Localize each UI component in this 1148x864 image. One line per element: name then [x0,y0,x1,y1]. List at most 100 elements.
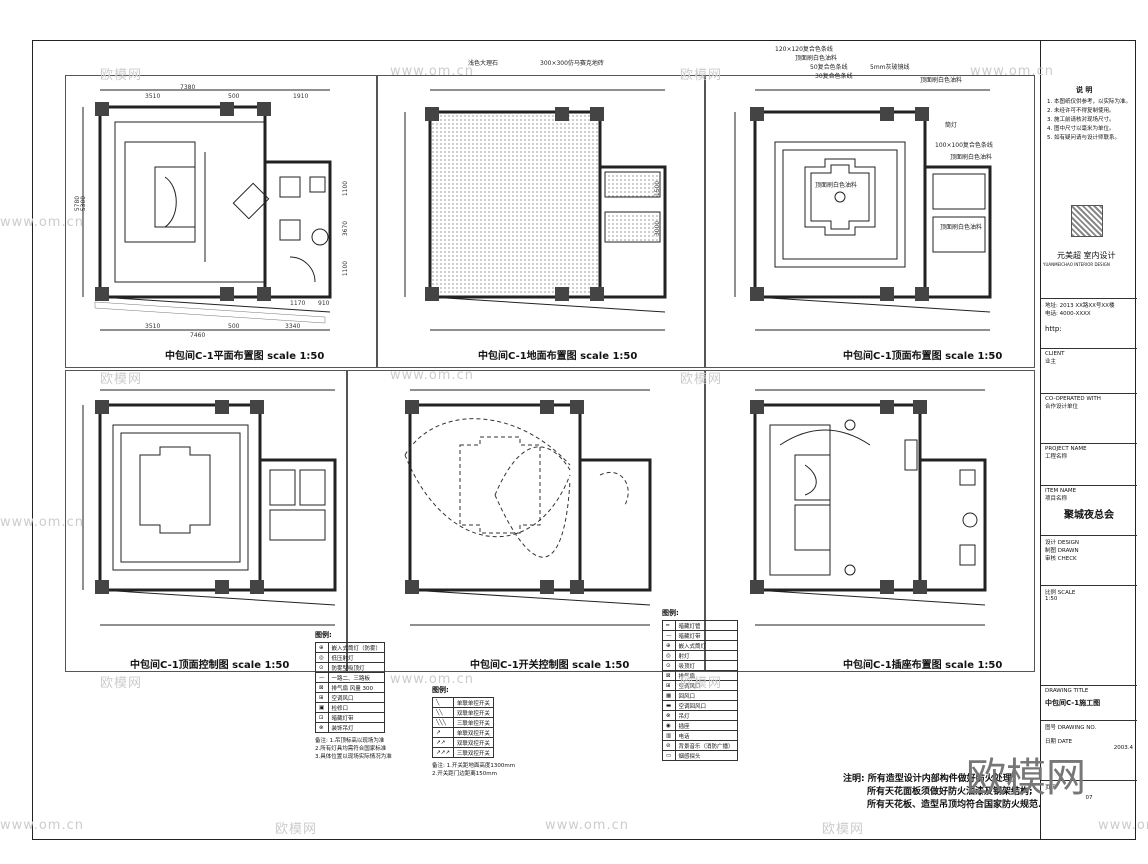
legend-text: 暗藏灯带 [674,630,738,641]
legend-text: 吊灯 [674,710,738,721]
panel-ceiling-control [65,370,347,672]
legend-ceiling-note: 备注: 1.吊顶标高以现场为准 [315,738,385,744]
legend-text: 插座 [674,720,738,731]
legend-text: 嵌入式筒灯 [674,640,738,651]
tb-notes-title: 说 明 [1076,86,1093,94]
legend-ceiling-title: 图例: [315,631,332,639]
legend-symbol: ▦ [662,690,676,701]
tb-sheet-value: 07 [1085,795,1093,801]
legend-ceiling: 图例: ⊕嵌入式筒灯（防雾） ◎低压射灯 ⊙防雾型吸顶灯 —一路二、三路板 ⊠排… [315,630,392,760]
panel-outlet [705,370,1035,672]
dim-small-c: 1170 [290,300,306,307]
tb-scale-label: 比例 SCALE [1045,590,1076,596]
plan-ceiling [734,89,992,331]
legend-row: ▭烟感探头 [662,750,738,761]
tb-drawing-title-value: 中包间C-1施工图 [1045,699,1101,707]
ceiling-label-8: 100×100复合色条线 [935,142,993,149]
panel-flooring [377,75,705,368]
legend-ceiling-note: 2.所有灯具均需符合国家标准 [315,746,387,752]
ceiling-label-11: 顶面刷白色油料 [940,224,983,231]
watermark: 欧模网 [680,68,723,83]
legend-text: 检修口 [327,702,386,713]
legend-row: ⊠排气扇 风量 300 [315,682,386,693]
note-line: 所有天花板、造型吊顶均符合国家防火规范. [867,800,1042,810]
legend-text: 单联单控开关 [452,697,494,708]
dim-small-a: 1100 [342,180,350,197]
dim-side-b: 3000 [654,220,662,237]
legend-switch-note: 2.开关距门边距离150mm [432,771,497,777]
tb-item: ITEM NAME 项目名称 聚城夜总会 [1041,485,1137,535]
tb-staff-cn: 设计 [1045,540,1057,546]
legend-symbol: ⊠ [662,670,676,681]
tb-staff: 设计 DESIGN 制图 DRAWN 审核 CHECK [1041,535,1137,585]
tb-staff-en: DESIGN [1057,540,1079,546]
watermark: 欧模网 [100,372,143,387]
ceiling-label-5: 5mm灰玻镜线 [870,64,910,71]
tb-item-label: ITEM NAME [1045,488,1077,494]
tb-client-cn: 业主 [1045,359,1057,365]
tb-note: 4. 图中尺寸以毫米为单位。 [1047,126,1115,132]
legend-symbol: ↗↗↗ [432,747,454,758]
dim-small-e: 1100 [342,260,350,277]
tb-staff-en: CHECK [1057,556,1077,562]
watermark: www.om.cn [0,818,84,833]
legend-row: ⊘背景音乐（消防广播） [662,740,738,751]
tb-project-label: PROJECT NAME [1045,446,1087,452]
legend-symbol: ⊞ [315,692,329,703]
legend-text: 吸顶灯 [674,660,738,671]
tb-drawing-title: DRAWING TITLE 中包间C-1施工图 [1041,685,1137,720]
watermark: www.om.cn [390,368,474,383]
floor-material-b: 300×300仿马赛克地砖 [540,60,604,67]
tb-date-label: 日期 DATE [1045,739,1073,745]
legend-row: ↗单联双控开关 [432,727,494,738]
legend-symbol: ↗↗ [432,737,454,748]
plan-floor-layout [82,89,332,331]
legend-symbol: ▥ [662,730,676,741]
dim-side-a: 1500 [654,180,662,197]
drawing-sheet-frame [32,40,1136,840]
legend-text: 射灯 [674,650,738,661]
legend-text: 三联双控开关 [452,747,494,758]
legend-text: 三联单控开关 [452,717,494,728]
legend-symbol: — [662,630,676,641]
panel-title-flooring: 中包间C-1地面布置图 scale 1:50 [478,351,638,362]
legend-text: 防雾型吸顶灯 [327,662,386,673]
legend-symbol: ═ [662,620,676,631]
ceiling-label-3: 50复合色条线 [810,64,848,71]
ceiling-label-4: 30复合色条线 [815,73,853,80]
general-notes: 注明: 所有造型设计内部构件做好防火处理; 所有天花面板须做好防火油漆及钢架结构… [843,773,1041,812]
legend-ceiling-table: ⊕嵌入式筒灯（防雾） ◎低压射灯 ⊙防雾型吸顶灯 —一路二、三路板 ⊠排气扇 风… [315,642,386,733]
dim-top-total: 7380 [180,84,196,91]
legend-symbol: ◎ [662,650,676,661]
dim-bottom-total: 7460 [190,332,206,339]
legend-symbol: ◉ [662,720,676,731]
tb-address: 地址: 2013 XX路XX号XX楼 [1045,303,1115,309]
legend-text: 双联单控开关 [452,707,494,718]
legend-row: ◉插座 [662,720,738,731]
tb-project-name: 聚城夜总会 [1064,510,1114,521]
legend-text: 空调风口 [327,692,386,703]
legend-row: ◎低压射灯 [315,652,386,663]
legend-text: 空调回风口 [674,700,738,711]
tb-staff-row: 设计 DESIGN [1045,538,1133,546]
tb-drawing-no: 图号 DRAWING NO. 日期 DATE 2003.4 [1041,720,1137,760]
plan-ceiling-control [82,389,337,626]
tb-client-label: CLIENT [1045,351,1065,357]
tb-phone: 电话: 4000-XXXX [1045,311,1091,317]
legend-symbol: ▬ [662,700,676,711]
legend-outlet: 图例: ═暗藏灯管 —暗藏灯带 ⊕嵌入式筒灯 ◎射灯 ⊙吸顶灯 ⊠排气扇 ⊞空调… [662,608,738,761]
legend-symbol: ▣ [315,702,329,713]
legend-row: ↗↗↗三联双控开关 [432,747,494,758]
dim-bottom-b: 500 [228,323,240,330]
legend-symbol: ↗ [432,727,454,738]
tb-scale-value: 1:50 [1045,596,1058,602]
legend-symbol: ⊞ [662,680,676,691]
legend-row: ╲单联单控开关 [432,697,494,708]
panel-title-ceiling: 中包间C-1顶面布置图 scale 1:50 [843,351,1003,362]
tb-contact: 地址: 2013 XX路XX号XX楼 电话: 4000-XXXX http: [1041,298,1137,348]
legend-outlet-title: 图例: [662,609,679,617]
ceiling-label-7: 筒灯 [945,122,958,129]
legend-text: 回风口 [674,690,738,701]
tb-company-en: YUANMEICHAO INTERIOR DESIGN [1043,262,1110,267]
legend-ceiling-note: 3.具体位置以现场实际情况为准 [315,754,392,760]
